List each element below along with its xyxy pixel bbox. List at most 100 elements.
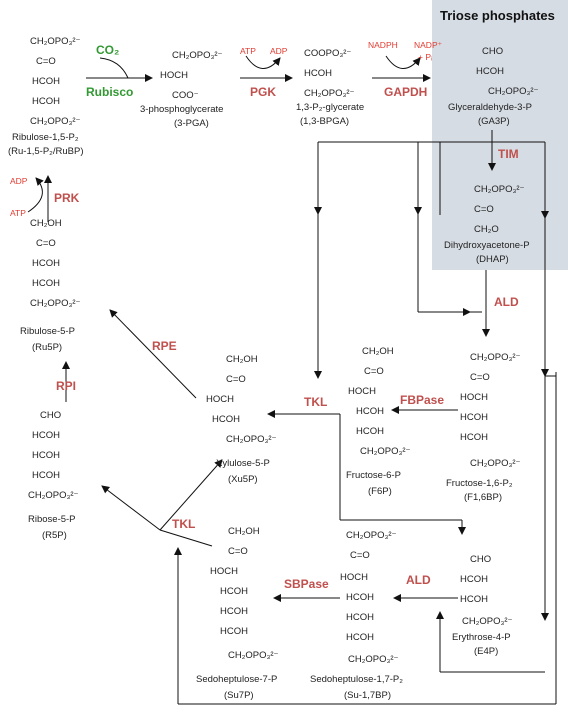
f6p-line-1: CH₂OH xyxy=(362,346,394,357)
ru5p-line-1: CH₂OH xyxy=(30,218,62,229)
pgk-label: PGK xyxy=(250,85,276,99)
rubisco-label: Rubisco xyxy=(86,85,133,99)
dhap-line-1: CH₂OPO₃²⁻ xyxy=(474,184,525,195)
f16bp-line-3: HOCH xyxy=(460,392,488,403)
su17bp-line-4: HCOH xyxy=(346,592,374,603)
mol-ga3p: CHO HCOH CH₂OPO₃²⁻ Glyceraldehyde-3-P (G… xyxy=(448,46,539,127)
su17bp-abbr: (Su-1,7BP) xyxy=(344,690,391,701)
fbpase-label: FBPase xyxy=(400,393,444,407)
xu5p-line-5: CH₂OPO₃²⁻ xyxy=(226,434,277,445)
prk-label: PRK xyxy=(54,191,80,205)
xu5p-abbr: (Xu5P) xyxy=(228,474,258,485)
ga3p-line-3: CH₂OPO₃²⁻ xyxy=(488,86,539,97)
f16bp-name: Fructose-1,6-P₂ xyxy=(446,478,513,489)
su17bp-name: Sedoheptulose-1,7-P₂ xyxy=(310,674,403,685)
pathway-arrows xyxy=(27,55,557,705)
adp-pgk-label: ADP xyxy=(270,46,288,56)
pga-name: 3-phosphoglycerate xyxy=(140,104,223,115)
rpe-label: RPE xyxy=(152,339,177,353)
su17bp-line-6: HCOH xyxy=(346,632,374,643)
f16bp-line-6: CH₂OPO₃²⁻ xyxy=(470,458,521,469)
su7p-line-3: HOCH xyxy=(210,566,238,577)
xu5p-line-3: HOCH xyxy=(206,394,234,405)
f6p-abbr: (F6P) xyxy=(368,486,392,497)
f16bp-line-4: HCOH xyxy=(460,412,488,423)
atp-pgk-label: ATP xyxy=(240,46,256,56)
pga-line-1: CH₂OPO₃²⁻ xyxy=(172,50,223,61)
tkl-mid-label: TKL xyxy=(304,395,327,409)
ru5p-name: Ribulose-5-P xyxy=(20,326,75,337)
mol-dhap: CH₂OPO₃²⁻ C=O CH₂O Dihydroxyacetone-P (D… xyxy=(444,184,530,265)
mol-bpga: COOPO₃²⁻ HCOH CH₂OPO₃²⁻ 1,3-P₂-glycerate… xyxy=(296,48,364,127)
e4p-abbr: (E4P) xyxy=(474,646,498,657)
bpga-name: 1,3-P₂-glycerate xyxy=(296,102,364,113)
mol-rubp: CH₂OPO₃²⁻ C=O HCOH HCOH CH₂OPO₃²⁻ Ribulo… xyxy=(8,36,84,157)
xu5p-line-1: CH₂OH xyxy=(226,354,258,365)
xu5p-name: Xylulose-5-P xyxy=(216,458,270,469)
tim-label: TIM xyxy=(498,147,519,161)
ga3p-line-2: HCOH xyxy=(476,66,504,77)
e4p-line-3: HCOH xyxy=(460,594,488,605)
tkl-bottom-label: TKL xyxy=(172,517,195,531)
pga-line-2: HOCH xyxy=(160,70,188,81)
ru5p-line-2: C=O xyxy=(36,238,56,249)
xu5p-line-4: HCOH xyxy=(212,414,240,425)
r5p-line-1: CHO xyxy=(40,410,61,421)
f6p-line-2: C=O xyxy=(364,366,384,377)
triose-phosphates-box xyxy=(432,0,568,270)
rubp-abbr: (Ru-1,5-P₂/RuBP) xyxy=(8,146,84,157)
pga-abbr: (3-PGA) xyxy=(174,118,209,129)
xu5p-line-2: C=O xyxy=(226,374,246,385)
mol-pga: CH₂OPO₃²⁻ HOCH COO⁻ 3-phosphoglycerate (… xyxy=(140,50,223,129)
e4p-line-1: CHO xyxy=(470,554,491,565)
f6p-line-6: CH₂OPO₃²⁻ xyxy=(360,446,411,457)
su7p-line-7: CH₂OPO₃²⁻ xyxy=(228,650,279,661)
bpga-line-2: HCOH xyxy=(304,68,332,79)
f16bp-line-1: CH₂OPO₃²⁻ xyxy=(470,352,521,363)
ga3p-line-1: CHO xyxy=(482,46,503,57)
su7p-abbr: (Su7P) xyxy=(224,690,254,701)
su17bp-line-3: HOCH xyxy=(340,572,368,583)
f6p-name: Fructose-6-P xyxy=(346,470,401,481)
r5p-line-5: CH₂OPO₃²⁻ xyxy=(28,490,79,501)
gapdh-label: GAPDH xyxy=(384,85,427,99)
dhap-name: Dihydroxyacetone-P xyxy=(444,240,530,251)
su7p-line-2: C=O xyxy=(228,546,248,557)
e4p-line-2: HCOH xyxy=(460,574,488,585)
mol-su17bp: CH₂OPO₃²⁻ C=O HOCH HCOH HCOH HCOH CH₂OPO… xyxy=(310,530,403,701)
f16bp-line-5: HCOH xyxy=(460,432,488,443)
mol-ru5p: CH₂OH C=O HCOH HCOH CH₂OPO₃²⁻ Ribulose-5… xyxy=(20,218,81,353)
triose-phosphates-title: Triose phosphates xyxy=(440,8,555,23)
adp-prk-label: ADP xyxy=(10,176,28,186)
pga-line-3: COO⁻ xyxy=(172,90,199,101)
mol-f6p: CH₂OH C=O HOCH HCOH HCOH CH₂OPO₃²⁻ Fruct… xyxy=(346,346,411,497)
sbpase-label: SBPase xyxy=(284,577,329,591)
rubp-line-2: C=O xyxy=(36,56,56,67)
su17bp-line-1: CH₂OPO₃²⁻ xyxy=(346,530,397,541)
r5p-name: Ribose-5-P xyxy=(28,514,76,525)
ga3p-name: Glyceraldehyde-3-P xyxy=(448,102,532,113)
ru5p-line-5: CH₂OPO₃²⁻ xyxy=(30,298,81,309)
ga3p-abbr: (GA3P) xyxy=(478,116,510,127)
r5p-line-2: HCOH xyxy=(32,430,60,441)
r5p-abbr: (R5P) xyxy=(42,530,67,541)
r5p-line-4: HCOH xyxy=(32,470,60,481)
ru5p-line-3: HCOH xyxy=(32,258,60,269)
mol-su7p: CH₂OH C=O HOCH HCOH HCOH HCOH CH₂OPO₃²⁻ … xyxy=(196,526,279,701)
mol-e4p: CHO HCOH HCOH CH₂OPO₃²⁻ Erythrose-4-P (E… xyxy=(452,554,513,657)
r5p-line-3: HCOH xyxy=(32,450,60,461)
su7p-line-5: HCOH xyxy=(220,606,248,617)
co2-label: CO₂ xyxy=(96,43,119,57)
su17bp-line-5: HCOH xyxy=(346,612,374,623)
su7p-name: Sedoheptulose-7-P xyxy=(196,674,277,685)
pi-label: + Pᵢ xyxy=(418,52,432,62)
rubp-line-1: CH₂OPO₃²⁻ xyxy=(30,36,81,47)
su7p-line-1: CH₂OH xyxy=(228,526,260,537)
rubp-line-3: HCOH xyxy=(32,76,60,87)
e4p-line-4: CH₂OPO₃²⁻ xyxy=(462,616,513,627)
ru5p-abbr: (Ru5P) xyxy=(32,342,62,353)
su17bp-line-7: CH₂OPO₃²⁻ xyxy=(348,654,399,665)
su7p-line-6: HCOH xyxy=(220,626,248,637)
rubp-line-5: CH₂OPO₃²⁻ xyxy=(30,116,81,127)
